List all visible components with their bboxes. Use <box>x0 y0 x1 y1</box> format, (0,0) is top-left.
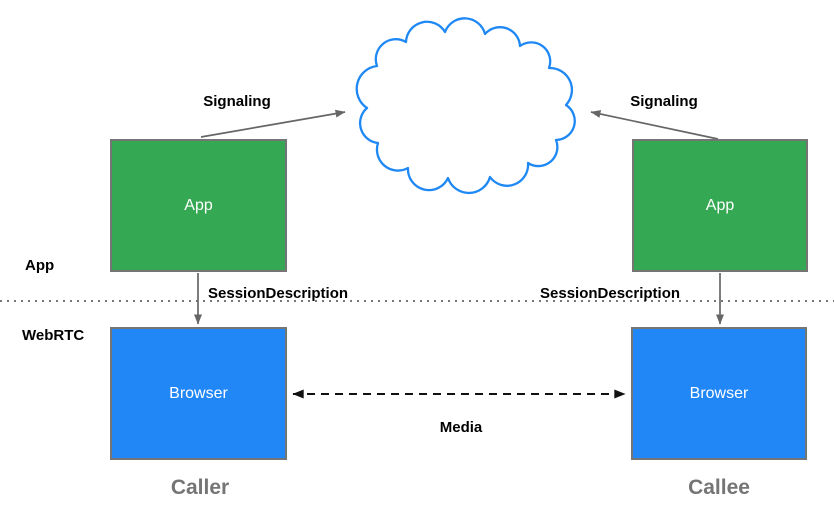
caller-app-box: App <box>110 139 287 272</box>
caller-browser-box-label: Browser <box>169 384 228 402</box>
signaling-label-callee: Signaling <box>630 93 698 110</box>
app-layer-label: App <box>25 257 55 274</box>
callee-browser-box: Browser <box>631 327 807 460</box>
caller-app-box-label: App <box>184 196 213 214</box>
callee-app-box: App <box>632 139 808 272</box>
media-label: Media <box>439 419 483 436</box>
signaling-arrow-callee <box>590 110 719 140</box>
cloud-icon <box>355 17 576 195</box>
callee-browser-box-label: Browser <box>689 384 749 402</box>
caller-browser-box: Browser <box>110 327 287 460</box>
callee-app-box-label: App <box>705 196 735 214</box>
signaling-label-caller: Signaling <box>203 93 271 110</box>
caller-role-label: Caller <box>170 476 230 499</box>
session-description-label-callee: SessionDescription <box>540 285 681 302</box>
callee-role-label: Callee <box>688 476 750 499</box>
signaling-arrow-caller <box>200 109 346 138</box>
session-description-label-caller: SessionDescription <box>208 285 349 302</box>
webrtc-layer-label: WebRTC <box>22 327 85 344</box>
